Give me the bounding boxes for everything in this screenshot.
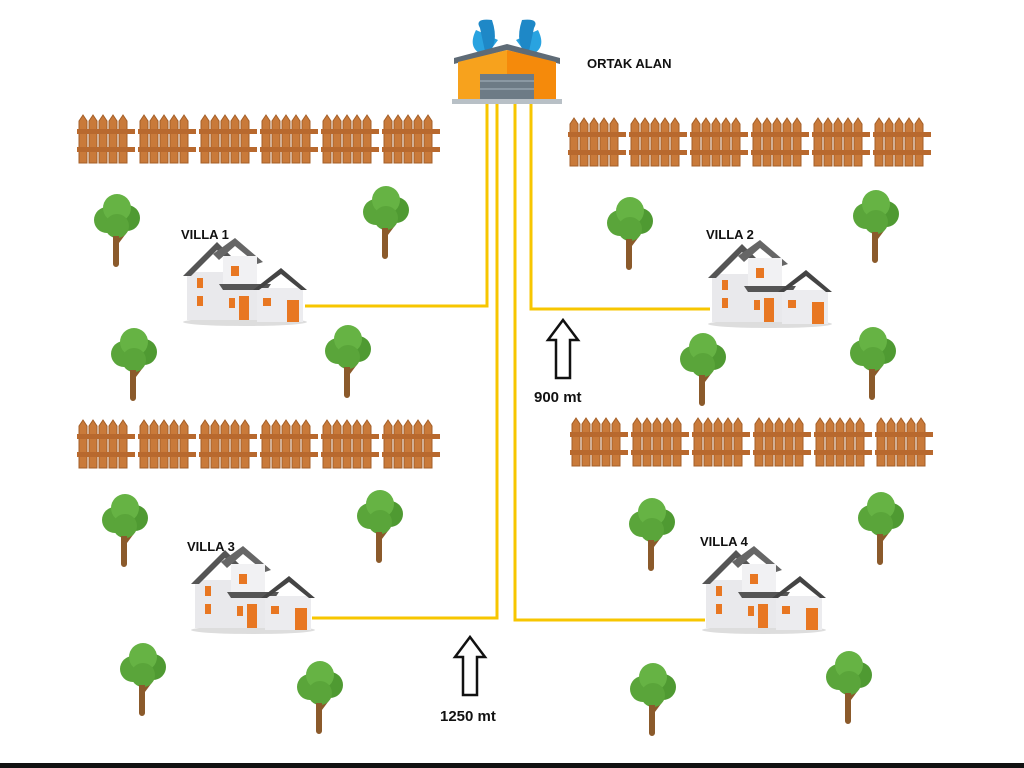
villa-2-house-icon (708, 240, 832, 328)
tree-icon (680, 333, 726, 403)
tree-icon (102, 494, 148, 564)
tree-icon (325, 325, 371, 395)
tree-icon (630, 663, 676, 733)
cable-villa-3 (312, 103, 499, 620)
tree-icon (120, 643, 166, 713)
tree-icon (850, 327, 896, 397)
villa-3-label: VILLA 3 (187, 539, 235, 554)
fence-top-left (77, 115, 440, 163)
cable-villa-1 (305, 103, 489, 308)
bottom-border (0, 763, 1024, 768)
cable-villa-4 (513, 103, 705, 622)
tree-icon (607, 197, 653, 267)
distance-label-1250: 1250 mt (440, 708, 496, 725)
villa-4-label: VILLA 4 (700, 534, 748, 549)
ortak-alan-label: ORTAK ALAN (587, 56, 672, 71)
distance-label-900: 900 mt (534, 389, 582, 406)
arrow-up-icon (546, 318, 580, 380)
villa-1-house-icon (183, 238, 307, 326)
cable-villa-2 (529, 103, 710, 311)
tree-icon (111, 328, 157, 398)
ortak-alan-building-icon (452, 19, 562, 104)
tree-icon (357, 490, 403, 560)
villa-1-label: VILLA 1 (181, 227, 229, 242)
tree-icon (858, 492, 904, 562)
tree-icon (853, 190, 899, 260)
fence-middle-right (570, 418, 933, 466)
tree-icon (297, 661, 343, 731)
cables (305, 103, 710, 622)
tree-icon (826, 651, 872, 721)
fence-top-right (568, 118, 931, 166)
villa-4-house-icon (702, 546, 826, 634)
tree-icon (94, 194, 140, 264)
villa-2-label: VILLA 2 (706, 227, 754, 242)
arrow-up-icon (453, 635, 487, 697)
tree-icon (629, 498, 675, 568)
fence-middle-left (77, 420, 440, 468)
villa-3-house-icon (191, 546, 315, 634)
tree-icon (363, 186, 409, 256)
